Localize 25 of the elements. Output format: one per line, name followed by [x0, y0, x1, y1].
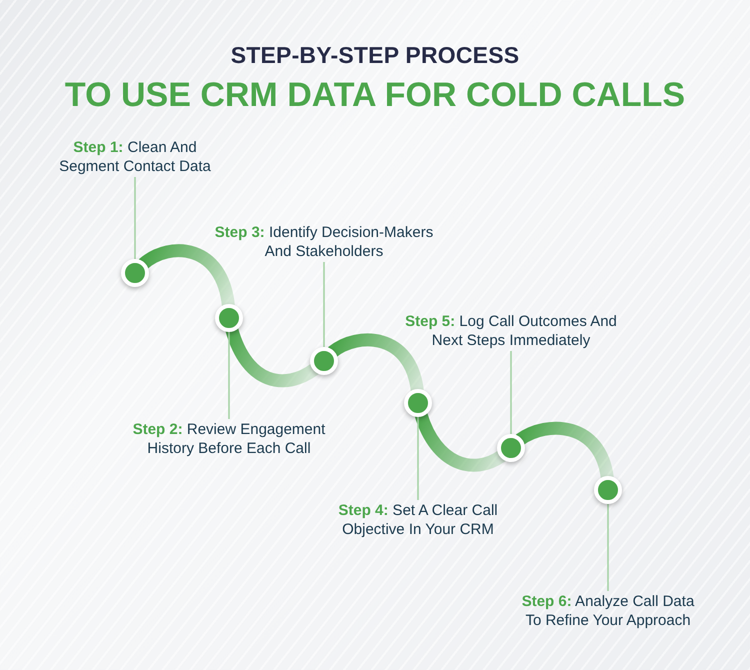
step-dot	[310, 347, 338, 375]
step-dot	[497, 434, 525, 462]
leader-line	[607, 504, 609, 591]
wave-connector	[414, 412, 506, 472]
wave-connector	[226, 328, 318, 388]
wave-connector	[516, 422, 614, 480]
step-label: Step 2: Review Engagement History Before Each Call	[130, 419, 328, 459]
headline: TO USE CRM DATA FOR COLD CALLS	[64, 75, 686, 115]
leader-line	[228, 332, 230, 419]
step-label: Step 4: Set A Clear Call Objective In Your CRM	[334, 500, 502, 540]
title: STEP-BY-STEP PROCESS	[230, 42, 520, 69]
step-label: Step 3: Identify Decision-Makers And Stakeholders	[212, 222, 436, 262]
step-dot	[594, 476, 622, 504]
step-dot	[404, 389, 432, 417]
step-dot	[121, 259, 149, 287]
wave-connector	[139, 244, 235, 308]
wave-connector	[328, 334, 424, 392]
leader-line	[510, 351, 512, 434]
leader-line	[417, 417, 419, 500]
leader-line	[323, 262, 325, 347]
leader-line	[134, 177, 136, 259]
step-label: Step 1: Clean And Segment Contact Data	[55, 137, 215, 177]
step-dot	[215, 304, 243, 332]
step-label: Step 5: Log Call Outcomes And Next Steps Immediately	[402, 311, 620, 351]
step-label: Step 6: Analyze Call Data To Refine Your Approach	[519, 591, 697, 631]
